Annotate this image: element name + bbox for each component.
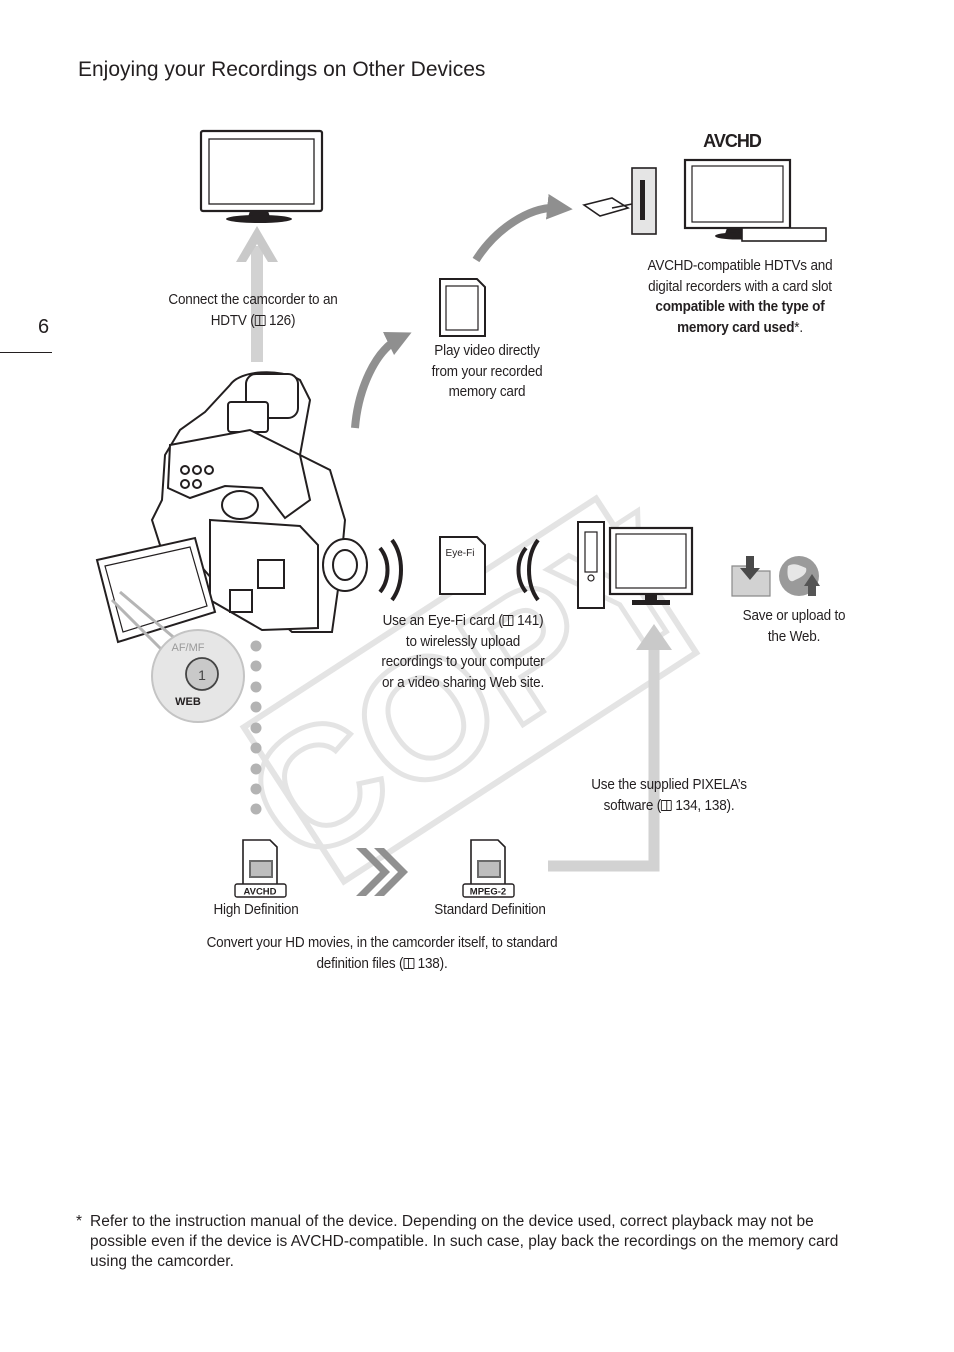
page-heading: Enjoying your Recordings on Other Device… [78, 58, 486, 81]
web-caption: Save or upload to the Web. [742, 607, 846, 645]
wireless-signal-icon [378, 538, 540, 602]
memory-card-arrow [351, 332, 412, 429]
dotted-connector [250, 640, 262, 815]
high-definition-label: High Definition [213, 901, 299, 918]
avchd-file-icon: AVCHD [234, 839, 287, 898]
memory-card-icon [439, 278, 486, 337]
pixela-software-arrow [548, 624, 672, 872]
page-number: 6 [38, 316, 50, 338]
button-label-web: WEB [175, 696, 201, 708]
book-icon [403, 957, 415, 969]
button-label-afmf: AF/MF [172, 642, 205, 654]
eyefi-card-icon: Eye-Fi [439, 536, 486, 595]
avchd-devices-icon [582, 158, 827, 242]
avchd-logo: AVCHD [703, 131, 762, 151]
button-callout: AF/MF 1 WEB [110, 590, 245, 723]
book-icon [661, 799, 672, 811]
book-icon [254, 314, 266, 326]
convert-caption: Convert your HD movies, in the camcorder… [206, 934, 558, 972]
upload-folder-icon [731, 556, 771, 597]
pixela-caption: Use the supplied PIXELA’s software ( 134… [591, 776, 747, 814]
hdtv-caption: Connect the camcorder to an HDTV ( 126) [168, 291, 338, 329]
standard-definition-label: Standard Definition [434, 901, 546, 918]
mpeg2-file-badge: MPEG-2 [470, 887, 506, 898]
avchd-caption: AVCHD-compatible HDTVs and digital recor… [647, 257, 833, 336]
hdtv-icon [199, 129, 324, 223]
eyefi-caption: Use an Eye-Fi card ( 141) to wirelessly … [381, 612, 545, 691]
footnote-text: Refer to the instruction manual of the d… [90, 1213, 839, 1270]
book-icon [502, 615, 514, 626]
web-globe-icon [779, 556, 820, 596]
camcorder-icon [95, 371, 368, 644]
hdtv-connection-arrow [236, 226, 278, 362]
computer-icon [577, 521, 694, 609]
memory-card-caption: Play video directly from your recorded m… [431, 342, 543, 400]
footnote-marker: * [76, 1213, 83, 1230]
avchd-file-badge: AVCHD [243, 887, 276, 898]
eyefi-card-label: Eye-Fi [446, 548, 475, 559]
page-number-rule [0, 352, 52, 353]
avchd-device-arrow [472, 194, 573, 263]
button-label-1: 1 [198, 667, 206, 683]
double-chevron-icon [356, 848, 408, 896]
mpeg2-file-icon: MPEG-2 [462, 839, 515, 898]
